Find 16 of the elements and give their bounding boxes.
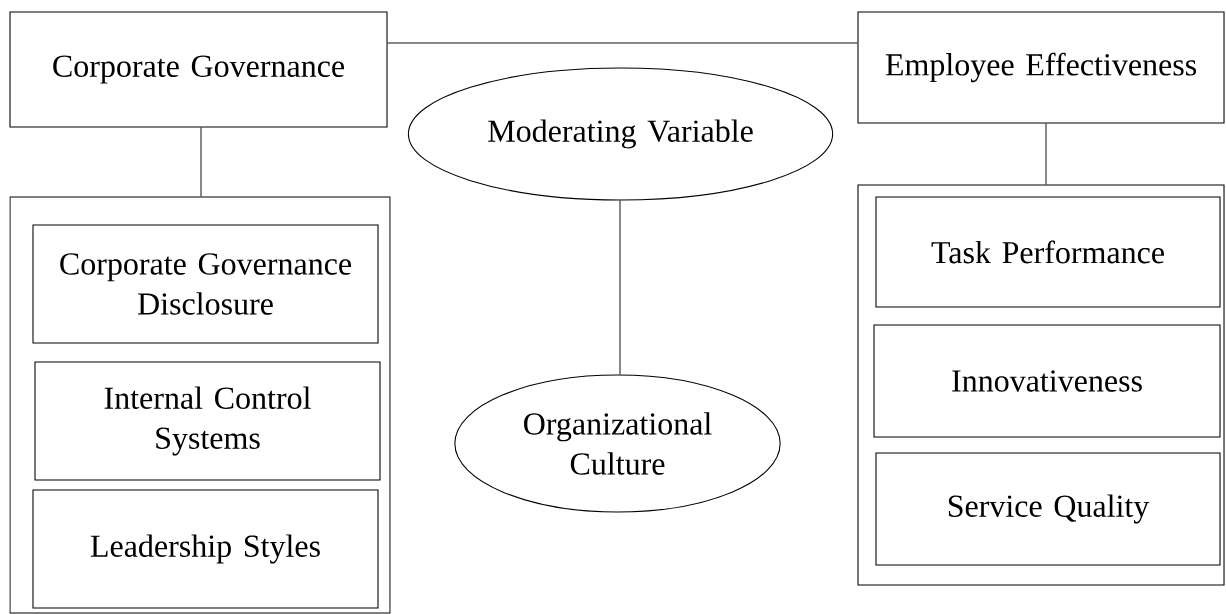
text-box: Corporate Governance Disclosure [32, 224, 379, 344]
ellipse-node: Moderating Variable [407, 67, 834, 201]
text-box: Service Quality [875, 452, 1221, 566]
connector-line [200, 127, 202, 197]
connector-line [1045, 123, 1047, 185]
text-box: Corporate Governance [9, 11, 388, 128]
container-box [857, 184, 1225, 586]
text-box: Internal Control Systems [34, 361, 381, 481]
text-box: Task Performance [875, 196, 1221, 308]
connector-line [387, 42, 858, 44]
text-box: Employee Effectiveness [857, 11, 1225, 124]
text-box: Leadership Styles [32, 489, 379, 609]
connector-line [619, 200, 621, 375]
ellipse-node: Organizational Culture [454, 374, 781, 513]
text-box: Innovativeness [873, 324, 1221, 438]
container-box [9, 196, 391, 614]
